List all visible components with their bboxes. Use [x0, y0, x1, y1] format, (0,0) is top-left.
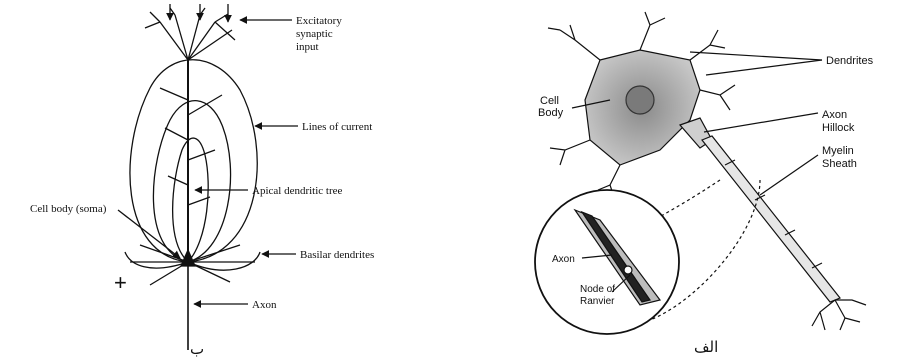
apical-tuft	[145, 8, 235, 60]
label-excitatory-3: input	[296, 41, 319, 53]
caption-left: ب	[190, 340, 204, 358]
label-excitatory-2: synaptic	[296, 28, 333, 40]
label-cell-1: Cell	[540, 95, 559, 107]
label-cell-body: Cell body (soma)	[30, 203, 107, 215]
dendrites-pointer-1	[690, 52, 822, 60]
label-excitatory-1: Excitatory	[296, 15, 342, 27]
soma	[181, 250, 195, 266]
myelin-pointer	[760, 155, 818, 195]
label-axon-right: Axon	[552, 254, 575, 265]
label-lines-of-current: Lines of current	[302, 121, 372, 133]
current-line-middle	[153, 101, 230, 262]
myelinated-axon	[702, 136, 840, 302]
nucleus	[626, 86, 654, 114]
label-myelin-2: Sheath	[822, 158, 857, 170]
label-axon-hillock-1: Axon	[822, 109, 847, 121]
apical-branches	[160, 88, 222, 205]
inset-node-gap	[624, 266, 632, 274]
label-axon-hillock-2: Hillock	[822, 122, 855, 134]
label-node-1: Node of	[580, 284, 615, 295]
label-axon-left: Axon	[252, 299, 277, 311]
label-basilar: Basilar dendrites	[300, 249, 374, 261]
plus-sign: +	[114, 270, 127, 295]
label-apical-tree: Apical dendritic tree	[252, 185, 343, 197]
cell-body-pointer	[118, 210, 180, 258]
label-node-2: Ranvier	[580, 296, 615, 307]
label-myelin-1: Myelin	[822, 145, 854, 157]
label-dendrites: Dendrites	[826, 55, 874, 67]
axon-terminals	[812, 300, 866, 330]
axon-hillock-pointer	[704, 113, 818, 132]
label-cell-2: Body	[538, 107, 564, 119]
current-line-outer	[130, 60, 257, 262]
dendrites-pointer-2	[706, 60, 822, 75]
caption-right: الف	[694, 338, 718, 356]
